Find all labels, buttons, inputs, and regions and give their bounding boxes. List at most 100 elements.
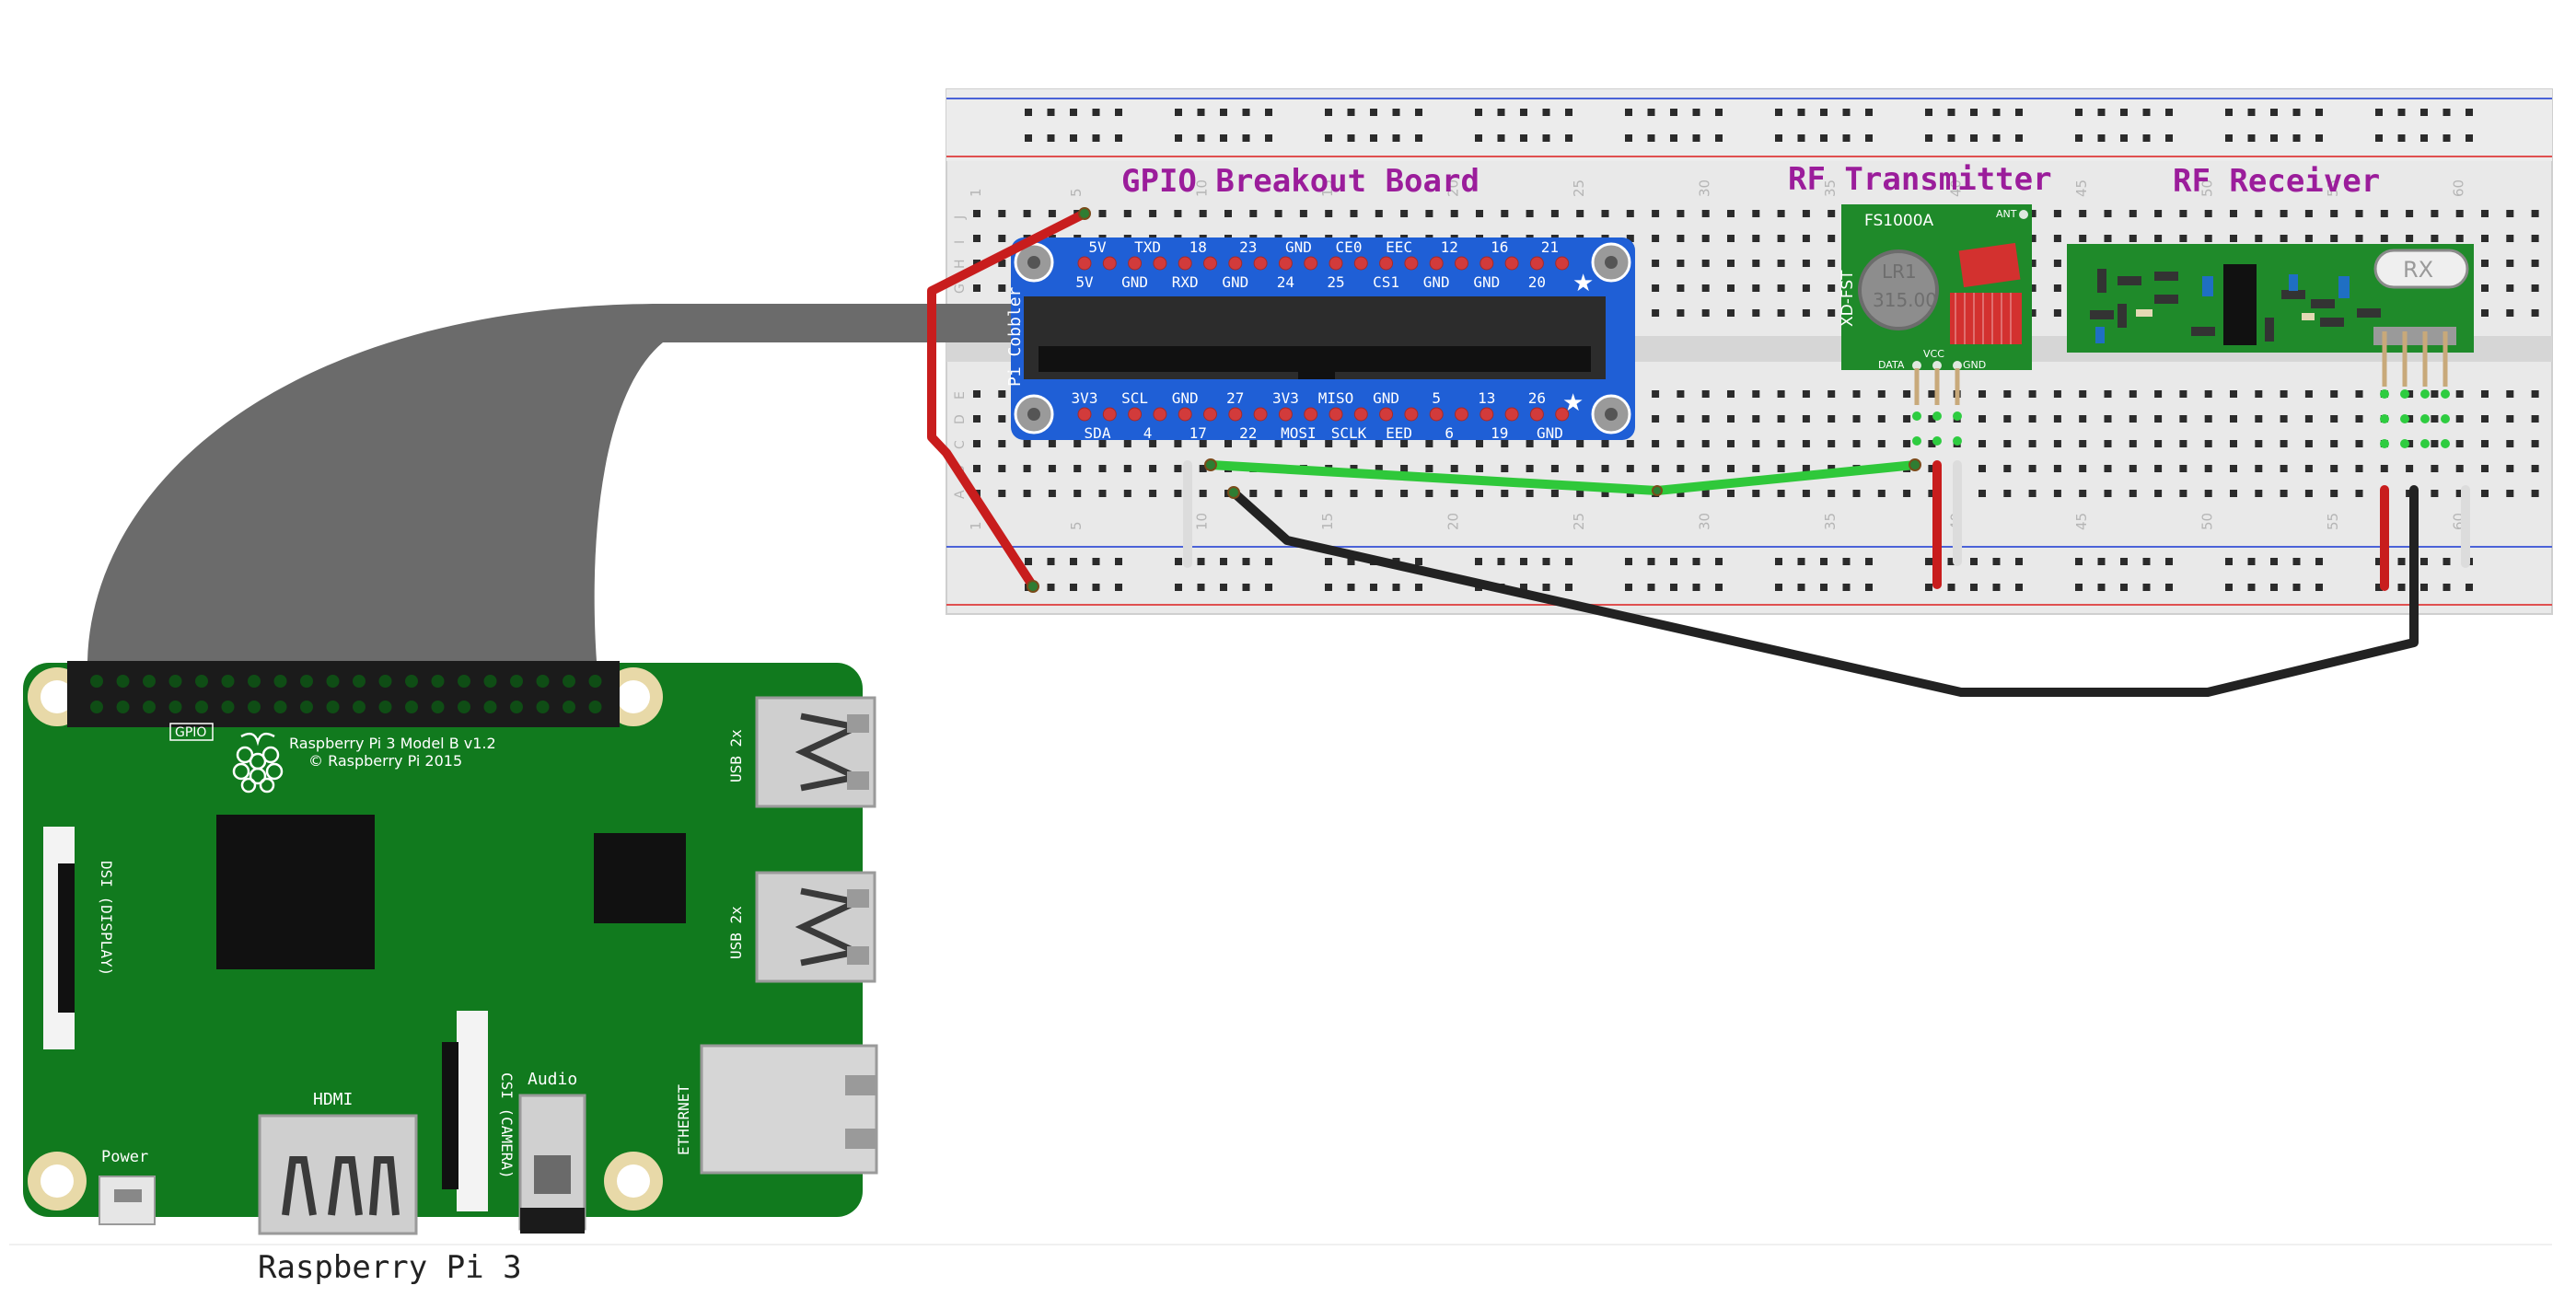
cobbler-pin xyxy=(1253,256,1268,271)
breadboard-hole xyxy=(1274,490,1282,497)
breadboard-hole xyxy=(2154,440,2163,447)
breadboard-hole xyxy=(1199,490,1207,497)
receiver-chip xyxy=(2223,264,2257,345)
raspberry-pi-board: GPIO Raspberry Pi 3 Model B v1.2 © Raspb… xyxy=(23,661,878,1235)
pi-audio-label: Audio xyxy=(528,1070,577,1089)
breadboard-rail-hole xyxy=(1992,558,2001,565)
breadboard-column-number: 15 xyxy=(1319,180,1336,197)
breadboard-row-letter: E xyxy=(953,391,968,400)
breadboard-rail-hole xyxy=(1347,109,1355,116)
breadboard-rail-hole xyxy=(2165,109,2173,116)
pi-gpio-pin xyxy=(195,675,208,688)
breadboard-rail-hole xyxy=(1565,134,1572,142)
breadboard-rail-hole xyxy=(2015,558,2023,565)
breadboard-hole xyxy=(1375,210,1383,217)
cobbler-pin xyxy=(1203,256,1217,271)
breadboard-hole xyxy=(1727,415,1735,423)
breadboard-hole xyxy=(1375,490,1383,497)
breadboard-rail-hole xyxy=(1715,558,1723,565)
breadboard-hole xyxy=(1978,440,1986,447)
wire-black-gnd xyxy=(1229,485,2419,697)
breadboard-hole xyxy=(1777,235,1785,242)
breadboard-hole xyxy=(2506,235,2514,242)
breadboard-hole xyxy=(1777,440,1785,447)
breadboard-rail-hole xyxy=(1970,134,1978,142)
cobbler-side-label: Pi Cobbler xyxy=(1005,286,1025,387)
breadboard-rail-hole xyxy=(1775,558,1782,565)
breadboard-hole xyxy=(1701,235,1710,242)
breadboard-hole xyxy=(1450,210,1458,217)
breadboard-rail-hole xyxy=(1542,134,1550,142)
breadboard-rail-hole xyxy=(1347,134,1355,142)
rf-transmitter-module: FS1000A ANT XD-FST LR1 315.00 DATA VCC G… xyxy=(1839,204,2032,405)
breadboard-rail-hole xyxy=(1625,584,1632,591)
breadboard-hole xyxy=(2053,415,2061,423)
cobbler-pin xyxy=(1329,256,1343,271)
cobbler-pin xyxy=(1253,407,1268,422)
breadboard-hole xyxy=(1425,440,1433,447)
pi-gpio-pin xyxy=(195,701,208,713)
breadboard-hole xyxy=(2028,210,2036,217)
breadboard-hole-connected xyxy=(2380,439,2389,448)
breadboard-row-letter: H xyxy=(953,259,968,269)
transmitter-ant-label: ANT xyxy=(1996,208,2017,220)
cobbler-pin-label: GND xyxy=(1172,389,1199,407)
breadboard-hole xyxy=(2028,235,2036,242)
breadboard-hole xyxy=(1476,210,1483,217)
breadboard-hole xyxy=(2481,284,2489,292)
breadboard-hole xyxy=(1752,210,1760,217)
breadboard-rail-hole xyxy=(1242,134,1250,142)
pi-gpio-pin xyxy=(483,675,497,688)
breadboard-rail-hole xyxy=(2015,109,2023,116)
breadboard-hole xyxy=(1677,309,1685,317)
breadboard-rail-hole xyxy=(1175,109,1182,116)
breadboard-rail-hole xyxy=(1970,109,1978,116)
breadboard-rail-hole xyxy=(2120,109,2128,116)
breadboard-hole xyxy=(1123,440,1131,447)
breadboard-hole xyxy=(1601,440,1609,447)
wire-endpoint xyxy=(1027,580,1039,593)
breadboard-hole xyxy=(1701,390,1710,398)
breadboard-hole xyxy=(2330,440,2338,447)
breadboard-rail-hole xyxy=(1415,584,1422,591)
breadboard-hole xyxy=(2028,415,2036,423)
breadboard-column-number: 45 xyxy=(2073,513,2090,530)
breadboard-hole-connected xyxy=(2400,439,2409,448)
pi-gpio-pin xyxy=(353,701,366,713)
breadboard-hole xyxy=(2304,465,2313,472)
breadboard-rail-hole xyxy=(1992,134,2001,142)
breadboard-hole xyxy=(2280,415,2288,423)
breadboard-rail-hole xyxy=(1947,109,1955,116)
pi-gpio-pin xyxy=(588,701,602,713)
breadboard-rail-hole xyxy=(1370,134,1377,142)
cobbler-pin-label: 5V xyxy=(1088,238,1107,256)
breadboard-rail-hole xyxy=(1325,558,1332,565)
cobbler-pin-label: 16 xyxy=(1491,238,1508,256)
breadboard-hole xyxy=(2255,210,2263,217)
pi-gpio-label: GPIO xyxy=(175,725,206,740)
breadboard-hole xyxy=(2028,284,2036,292)
transmitter-chip xyxy=(1958,242,2021,288)
cobbler-pin xyxy=(1404,407,1419,422)
breadboard-column-number: 50 xyxy=(2199,180,2216,197)
breadboard-hole xyxy=(2481,490,2489,497)
breadboard-rail-hole xyxy=(1647,558,1655,565)
breadboard-hole xyxy=(1903,490,1911,497)
breadboard-hole-connected xyxy=(1953,436,1962,446)
cobbler-pin xyxy=(1228,256,1243,271)
breadboard-hole xyxy=(2506,309,2514,317)
breadboard-hole xyxy=(1149,465,1157,472)
breadboard-hole xyxy=(1752,440,1760,447)
breadboard-rail-hole xyxy=(1325,584,1332,591)
breadboard-hole-connected xyxy=(2441,414,2450,423)
breadboard-column-number: 30 xyxy=(1697,180,1713,197)
breadboard-hole xyxy=(1199,465,1207,472)
breadboard-hole xyxy=(2255,465,2263,472)
wire-endpoint xyxy=(1227,486,1240,499)
receiver-crystal xyxy=(2373,249,2469,289)
cobbler-pin xyxy=(1128,407,1143,422)
breadboard-rail-hole xyxy=(2397,584,2406,591)
pi-gpio-pin xyxy=(510,675,523,688)
breadboard-rail-hole xyxy=(1197,109,1205,116)
breadboard-rail-hole xyxy=(1842,134,1851,142)
